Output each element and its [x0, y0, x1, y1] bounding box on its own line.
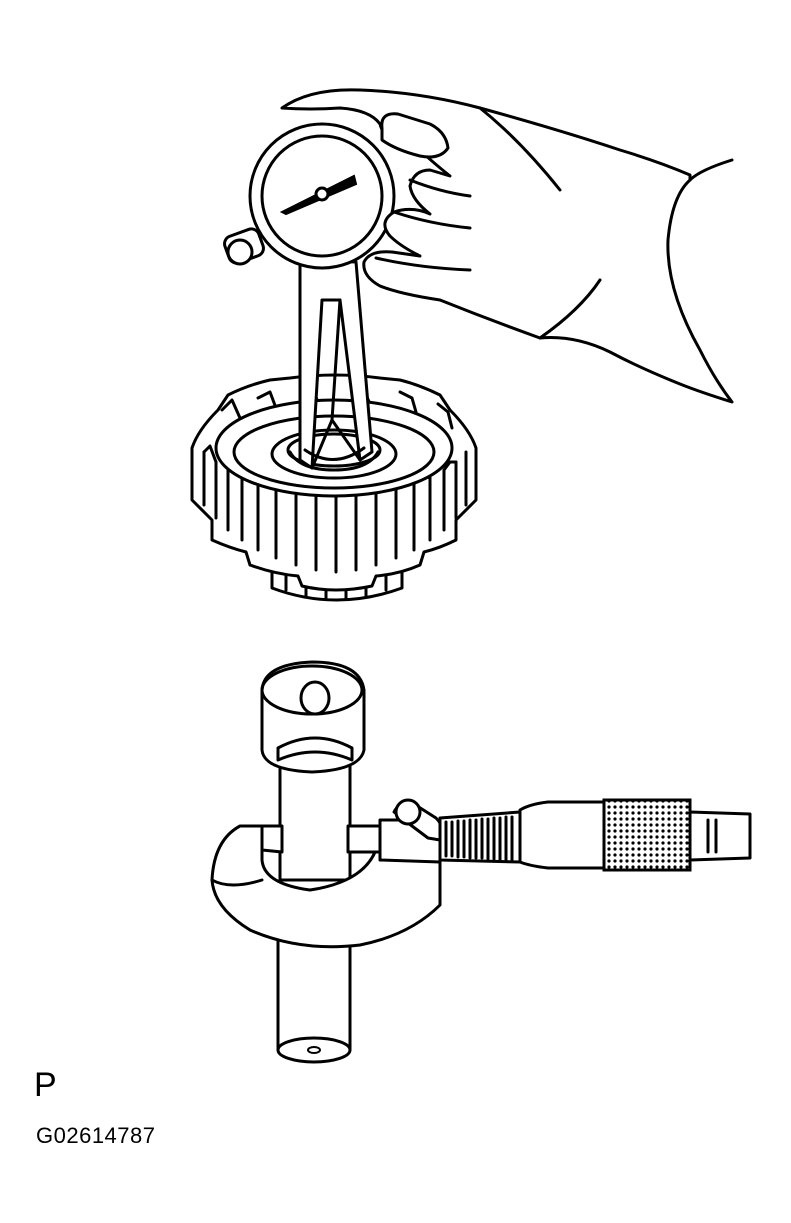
- shaft-icon: [260, 660, 366, 1064]
- figure-mark: P: [34, 1066, 57, 1104]
- figure-code: G02614787: [36, 1123, 156, 1148]
- micrometer-icon: [210, 798, 752, 949]
- cylinder-gauge-icon: [223, 122, 396, 470]
- hand-icon: [280, 88, 734, 404]
